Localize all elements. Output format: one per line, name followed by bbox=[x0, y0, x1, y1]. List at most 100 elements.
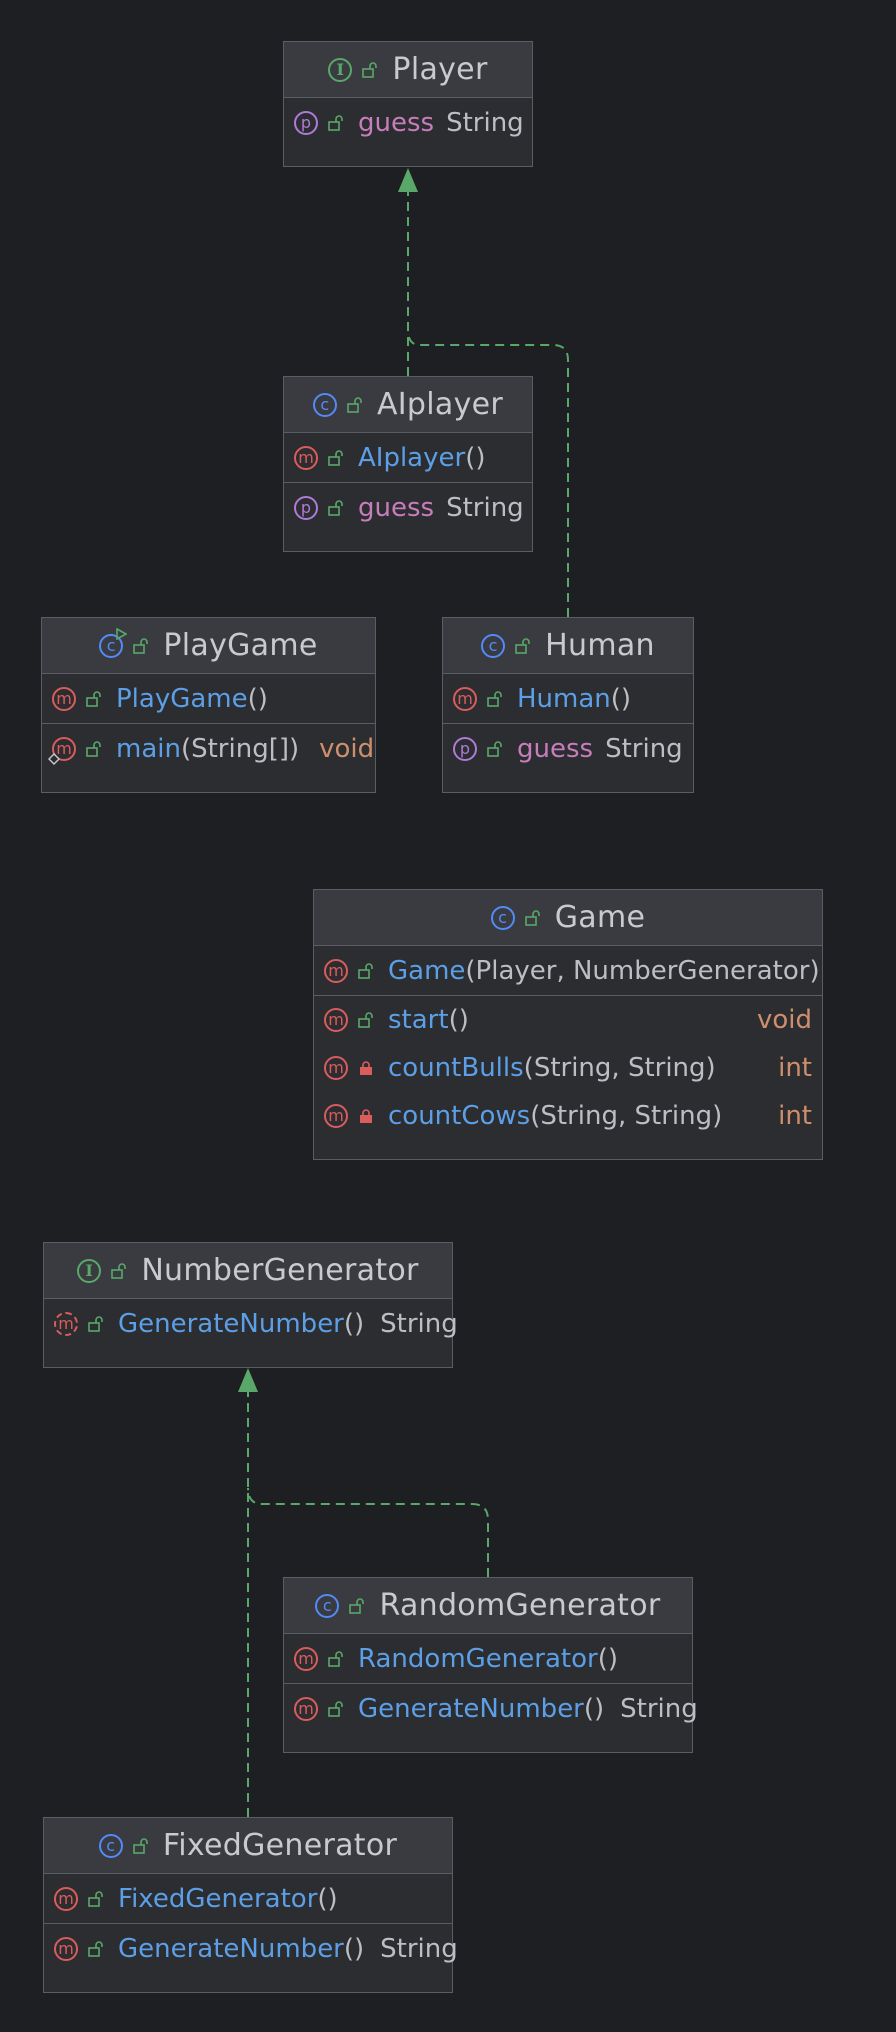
member-row[interactable]: m PlayGame () bbox=[42, 674, 375, 724]
member-row[interactable]: m AIplayer () bbox=[284, 433, 532, 483]
game-node[interactable]: c Game m Game (Player, NumberGenerator) … bbox=[313, 889, 823, 1160]
public-lock-icon bbox=[328, 1650, 343, 1667]
public-lock-icon bbox=[133, 1837, 148, 1854]
method-name: AIplayer bbox=[358, 442, 466, 473]
public-lock-icon bbox=[86, 741, 101, 757]
method-name: main bbox=[116, 734, 181, 764]
public-lock-icon bbox=[362, 61, 378, 78]
return-type: void bbox=[756, 1005, 812, 1035]
public-lock-icon bbox=[358, 962, 373, 979]
method-icon: m bbox=[294, 445, 318, 470]
return-type: int bbox=[778, 1101, 812, 1131]
method-icon: m bbox=[324, 1008, 348, 1032]
class-icon: c bbox=[312, 392, 337, 417]
member-row[interactable]: m Game (Player, NumberGenerator) bbox=[314, 946, 822, 996]
fixedgenerator-node[interactable]: c FixedGenerator m FixedGenerator () m G… bbox=[43, 1817, 458, 1993]
member-row[interactable]: p guess String bbox=[284, 483, 532, 533]
return-type: void bbox=[319, 734, 375, 764]
public-lock-icon bbox=[349, 1597, 365, 1614]
player-header: I Player bbox=[284, 42, 532, 98]
method-name: FixedGenerator bbox=[118, 1883, 318, 1914]
numbergenerator-node[interactable]: I NumberGenerator m GenerateNumber () St… bbox=[43, 1242, 458, 1368]
public-lock-icon bbox=[358, 1012, 373, 1028]
method-args: () bbox=[465, 442, 486, 473]
playgame-node[interactable]: c PlayGame m PlayGame () m main (String[… bbox=[41, 617, 376, 793]
method-icon: m bbox=[54, 1937, 78, 1961]
aiplayer-header: c AIplayer bbox=[284, 377, 532, 433]
class-icon: c bbox=[98, 1833, 123, 1858]
method-args: (String, String) bbox=[523, 1053, 716, 1083]
public-lock-icon bbox=[328, 1701, 343, 1717]
aiplayer-node[interactable]: c AIplayer m AIplayer () p guess String bbox=[283, 376, 533, 552]
abstract-method-icon: m bbox=[54, 1312, 78, 1336]
fixedgenerator-header: c FixedGenerator bbox=[44, 1818, 452, 1874]
method-args: () bbox=[343, 1934, 365, 1964]
property-icon: p bbox=[453, 737, 477, 761]
member-row[interactable]: m GenerateNumber () String bbox=[44, 1299, 458, 1349]
member-row[interactable]: m FixedGenerator () bbox=[44, 1874, 452, 1924]
method-name: Human bbox=[517, 683, 611, 714]
property-type: String bbox=[605, 734, 683, 764]
node-title: RandomGenerator bbox=[379, 1588, 661, 1623]
method-name: start bbox=[388, 1005, 449, 1035]
numbergenerator-header: I NumberGenerator bbox=[44, 1243, 452, 1299]
node-title: FixedGenerator bbox=[162, 1828, 398, 1863]
return-type: String bbox=[380, 1309, 458, 1339]
randomgenerator-header: c RandomGenerator bbox=[284, 1578, 692, 1634]
return-type: String bbox=[380, 1934, 458, 1964]
randomgenerator-node[interactable]: c RandomGenerator m RandomGenerator () m… bbox=[283, 1577, 698, 1753]
member-row[interactable]: m main (String[]) void bbox=[42, 724, 375, 774]
public-lock-icon bbox=[88, 1941, 103, 1957]
public-lock-icon bbox=[524, 909, 540, 926]
node-title: Game bbox=[554, 900, 646, 935]
method-icon: m bbox=[324, 958, 348, 983]
member-row[interactable]: m countBulls (String, String) int bbox=[314, 1044, 822, 1092]
property-type: String bbox=[446, 108, 524, 138]
edge-human-player bbox=[407, 329, 569, 617]
property-name: guess bbox=[358, 108, 435, 138]
method-args: (String[]) bbox=[180, 734, 300, 764]
human-header: c Human bbox=[443, 618, 693, 674]
method-name: GenerateNumber bbox=[118, 1309, 344, 1339]
member-row[interactable]: m RandomGenerator () bbox=[284, 1634, 692, 1684]
player-node[interactable]: I Player p guess String bbox=[283, 41, 533, 167]
member-row[interactable]: m GenerateNumber () String bbox=[284, 1684, 698, 1734]
member-row[interactable]: p guess String bbox=[443, 724, 693, 774]
property-type: String bbox=[446, 493, 524, 523]
private-lock-icon bbox=[360, 1061, 372, 1075]
public-lock-icon bbox=[328, 115, 343, 131]
member-row[interactable]: m countCows (String, String) int bbox=[314, 1092, 822, 1140]
node-title: PlayGame bbox=[163, 628, 318, 663]
method-args: () bbox=[610, 683, 632, 714]
method-name: GenerateNumber bbox=[358, 1694, 584, 1724]
method-icon: m bbox=[453, 686, 477, 711]
member-row[interactable]: m start () void bbox=[314, 996, 822, 1044]
method-name: countCows bbox=[388, 1101, 531, 1131]
public-lock-icon bbox=[328, 449, 343, 466]
playgame-header: c PlayGame bbox=[42, 618, 375, 674]
public-lock-icon bbox=[487, 690, 502, 707]
method-args: () bbox=[448, 1005, 469, 1035]
static-method-icon: m bbox=[48, 737, 76, 765]
method-args: () bbox=[597, 1643, 618, 1674]
property-name: guess bbox=[358, 493, 435, 523]
class-icon: c bbox=[481, 633, 506, 658]
method-args: () bbox=[247, 683, 268, 714]
class-icon: c bbox=[490, 905, 515, 930]
node-title: NumberGenerator bbox=[141, 1253, 419, 1288]
member-row[interactable]: m GenerateNumber () String bbox=[44, 1924, 458, 1974]
public-lock-icon bbox=[328, 500, 343, 516]
human-node[interactable]: c Human m Human () p guess String bbox=[442, 617, 694, 793]
public-lock-icon bbox=[133, 637, 149, 654]
member-row[interactable]: m Human () bbox=[443, 674, 693, 724]
public-lock-icon bbox=[487, 741, 502, 757]
property-name: guess bbox=[517, 734, 594, 764]
interface-icon: I bbox=[328, 57, 353, 82]
public-lock-icon bbox=[86, 690, 101, 707]
node-title: Player bbox=[392, 52, 488, 87]
public-lock-icon bbox=[88, 1890, 103, 1907]
game-header: c Game bbox=[314, 890, 822, 946]
return-type: String bbox=[620, 1694, 698, 1724]
member-row[interactable]: p guess String bbox=[284, 98, 532, 148]
